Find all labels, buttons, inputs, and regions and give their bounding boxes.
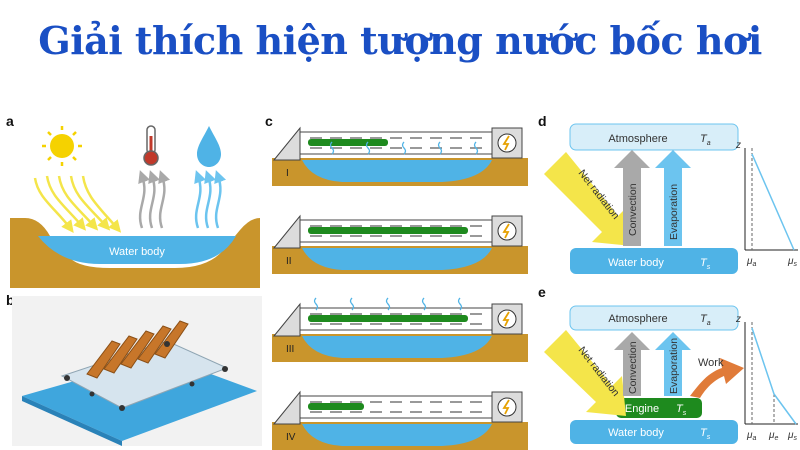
stage-label: III <box>286 344 294 355</box>
stage-2: II <box>272 214 528 274</box>
engine-label-e: Engine <box>625 403 659 415</box>
stage-1: I <box>272 126 528 186</box>
evaporation-arrow-e <box>655 332 691 396</box>
water-body <box>38 236 236 264</box>
net-radiation-arrow <box>544 152 632 246</box>
sun-icon <box>42 126 82 166</box>
panel-e-label: e <box>538 284 546 300</box>
panel-c-label: c <box>265 113 273 129</box>
work-arrow-e <box>690 358 744 398</box>
engine-fins <box>86 320 189 379</box>
convection-arrow-e <box>614 332 650 396</box>
svg-text:z: z <box>735 314 741 325</box>
thermometer-icon <box>143 125 159 166</box>
svg-text:μa: μa <box>746 256 756 268</box>
svg-text:Convection: Convection <box>627 341 639 394</box>
svg-text:Ts: Ts <box>700 257 711 271</box>
page-title: Giải thích hiện tượng nước bốc hơi <box>38 18 762 63</box>
work-label-e: Work <box>698 357 724 369</box>
convection-label-d: Convection <box>627 183 639 236</box>
svg-text:Ta: Ta <box>700 313 711 327</box>
engine-bar <box>308 139 388 146</box>
water-body-label-e: Water body <box>608 427 664 439</box>
atmosphere-label-e: Atmosphere <box>608 313 667 325</box>
svg-text:μs: μs <box>787 256 797 268</box>
stage-3: III <box>272 297 528 362</box>
water-body-label: Water body <box>109 246 165 258</box>
engine-bar <box>308 315 468 322</box>
stage-4: IV <box>272 390 528 450</box>
panel-e: Atmosphere Ta Engine Ts Water body Ts Ne… <box>544 305 798 444</box>
svg-text:Evaporation: Evaporation <box>668 338 680 394</box>
chemical-potential-profile-e: z μa μe μs <box>735 314 798 442</box>
net-radiation-arrow-e <box>544 330 626 416</box>
panel-d: Atmosphere Ta Water body Ts Net radiatio… <box>544 123 798 274</box>
panel-a: Water body <box>10 125 260 288</box>
svg-text:z: z <box>735 140 741 151</box>
convection-arrow <box>614 150 650 246</box>
stage-label: I <box>286 168 289 179</box>
svg-text:μs: μs <box>787 430 797 442</box>
svg-text:Ts: Ts <box>676 403 687 417</box>
evaporation-arrow <box>655 150 691 246</box>
water-body-label-d: Water body <box>608 257 664 269</box>
panel-a-label: a <box>6 113 14 129</box>
evaporation-label-d: Evaporation <box>668 184 680 240</box>
water-drop-icon <box>197 126 221 167</box>
soil-ground <box>10 218 260 288</box>
chemical-potential-profile-d: z μa μs <box>735 140 798 268</box>
panel-b <box>12 296 262 446</box>
svg-text:μa: μa <box>746 430 756 442</box>
svg-text:Ts: Ts <box>700 427 711 441</box>
svg-text:Ta: Ta <box>700 133 711 147</box>
engine-bar <box>308 403 364 410</box>
panel-b-label: b <box>6 292 15 308</box>
panel-d-label: d <box>538 113 547 129</box>
stage-label: II <box>286 256 292 267</box>
svg-text:μe: μe <box>768 430 778 442</box>
atmosphere-label-d: Atmosphere <box>608 133 667 145</box>
stage-label: IV <box>286 432 296 443</box>
engine-bar <box>308 227 468 234</box>
